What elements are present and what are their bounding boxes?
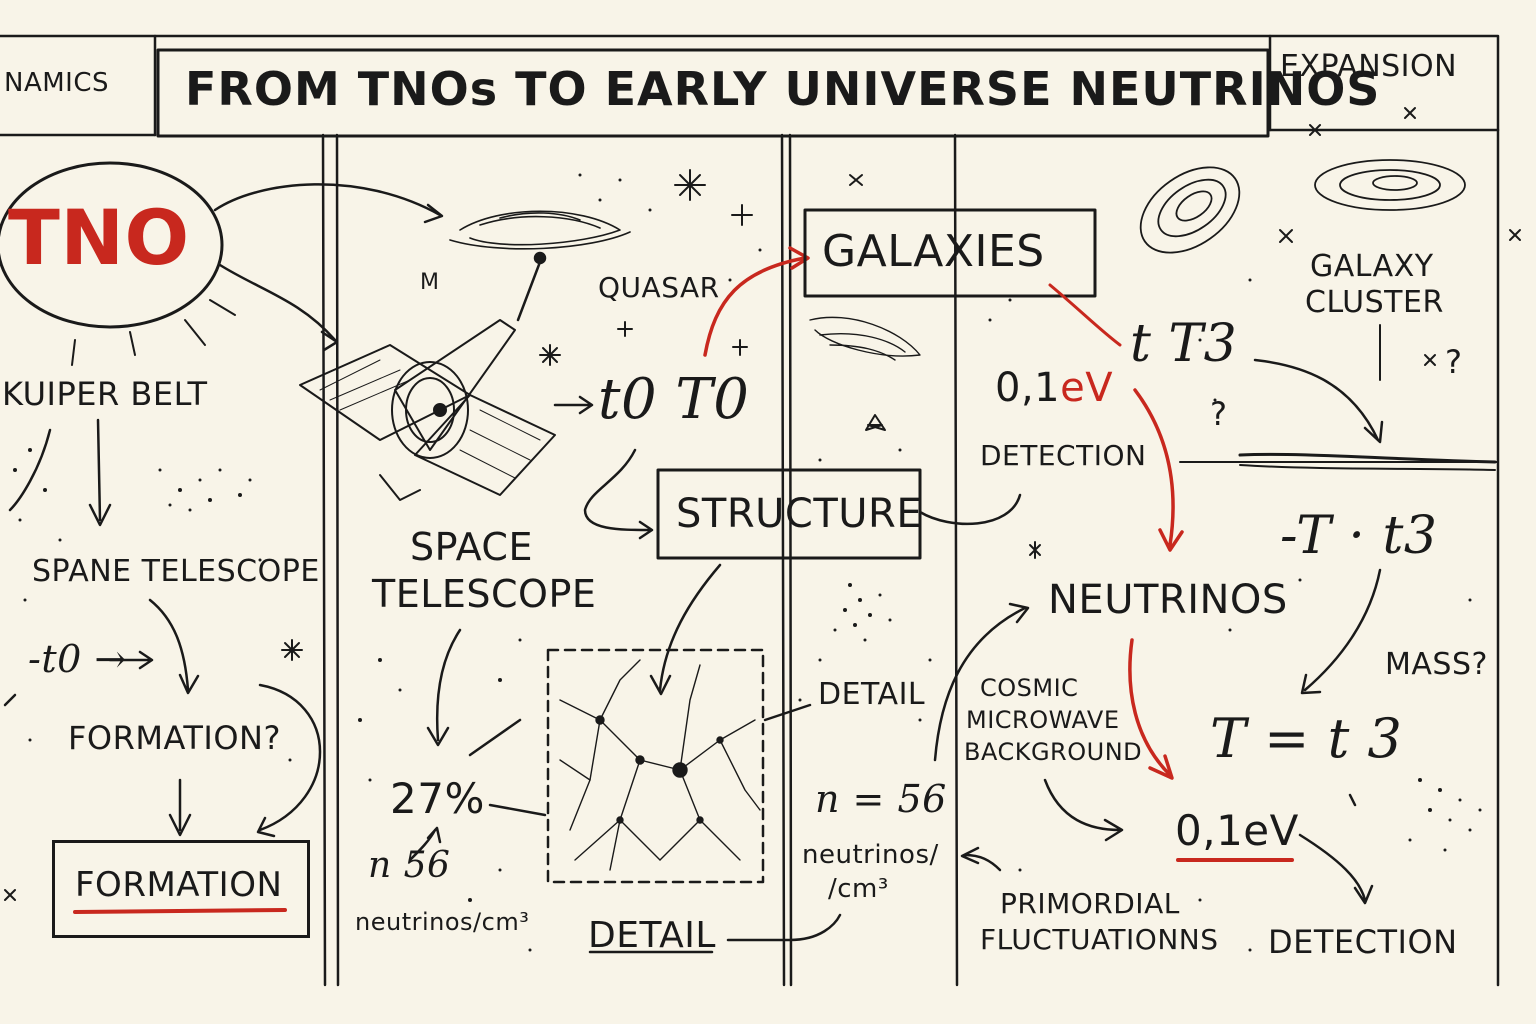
spane-telescope-label: SPANE TELESCOPE: [32, 554, 320, 589]
minus-T-t3-label: -T · t3: [1280, 506, 1438, 566]
tno-ellipse: [0, 161, 224, 329]
mass-label: MASS?: [1385, 647, 1488, 682]
detail-box: [546, 648, 765, 884]
t-T3-label: t T3: [1130, 314, 1238, 374]
galaxies-label: GALAXIES: [822, 226, 1045, 277]
frame-lines: [0, 34, 1500, 987]
dot-texture: [13, 173, 1482, 952]
neutrinos-label: NEUTRINOS: [1048, 577, 1288, 623]
formation-question-label: FORMATION?: [68, 719, 281, 757]
n56-label: n 56: [368, 845, 451, 886]
space-telescope-label-2: TELESCOPE: [372, 572, 597, 616]
question-mark-mid: ?: [1210, 395, 1228, 433]
neutrinos-density-label: neutrinos/cm³: [355, 908, 530, 936]
galaxy-cluster-sketch: [1139, 159, 1466, 254]
page-title: FROM TNOs TO EARLY UNIVERSE NEUTRINOS: [185, 62, 1381, 116]
detail-label-bottom: DETAIL: [588, 915, 716, 956]
galaxy-cluster-label-1: GALAXY: [1310, 249, 1434, 284]
kuiper-belt-label: KUIPER BELT: [2, 375, 208, 413]
title-box: [156, 48, 1270, 138]
primordial-label-1: PRIMORDIAL: [1000, 887, 1180, 920]
n-equals-label: n = 56: [815, 777, 947, 821]
cmb-label-3: BACKGROUND: [964, 738, 1143, 766]
ev-unit: eV: [1060, 365, 1114, 411]
cmb-label-1: COSMIC: [980, 674, 1079, 702]
tno-label: TNO: [8, 193, 190, 282]
ev-number: 0,1: [995, 365, 1061, 411]
T-equals-t3-label: T = t 3: [1210, 707, 1403, 770]
formation-label: FORMATION: [75, 865, 283, 905]
neutrinos-label-2: /cm³: [828, 874, 889, 904]
galaxies-box: [803, 208, 1097, 298]
quasar-label: QUASAR: [598, 271, 720, 304]
percent-label: 27%: [390, 774, 485, 823]
detection-label-mid: DETECTION: [980, 439, 1147, 472]
question-mark-top: ?: [1445, 343, 1463, 381]
structure-label: STRUCTURE: [676, 491, 923, 537]
detail-label-mid: DETAIL: [818, 677, 926, 712]
cosmic-web-sketch: [559, 659, 761, 871]
neutrinos-label-1: neutrinos/: [802, 840, 939, 870]
primordial-label-2: FLUCTUATIONNS: [980, 923, 1219, 956]
detection-label-bottom: DETECTION: [1268, 923, 1458, 961]
corner-label-left: NAMICS: [4, 68, 109, 98]
space-telescope-sketch: [299, 319, 556, 501]
ev-label-top: 0,1eV: [995, 368, 1113, 408]
m-label: M: [420, 270, 440, 295]
structure-box: [656, 468, 922, 560]
ev-label-bottom: 0,1eV: [1175, 806, 1299, 855]
formation-box: [52, 840, 310, 938]
galaxy-cluster-label-2: CLUSTER: [1305, 285, 1444, 320]
spiral-galaxy-sketch: [449, 210, 631, 250]
star-doodles: [4, 107, 1521, 901]
corner-label-right: EXPANSION: [1280, 49, 1458, 84]
space-telescope-label-1: SPACE: [410, 525, 533, 569]
t0-label: -t0 →: [28, 637, 127, 681]
t0-T0-label: t0 T0: [598, 367, 750, 432]
cmb-label-2: MICROWAVE: [966, 706, 1120, 734]
